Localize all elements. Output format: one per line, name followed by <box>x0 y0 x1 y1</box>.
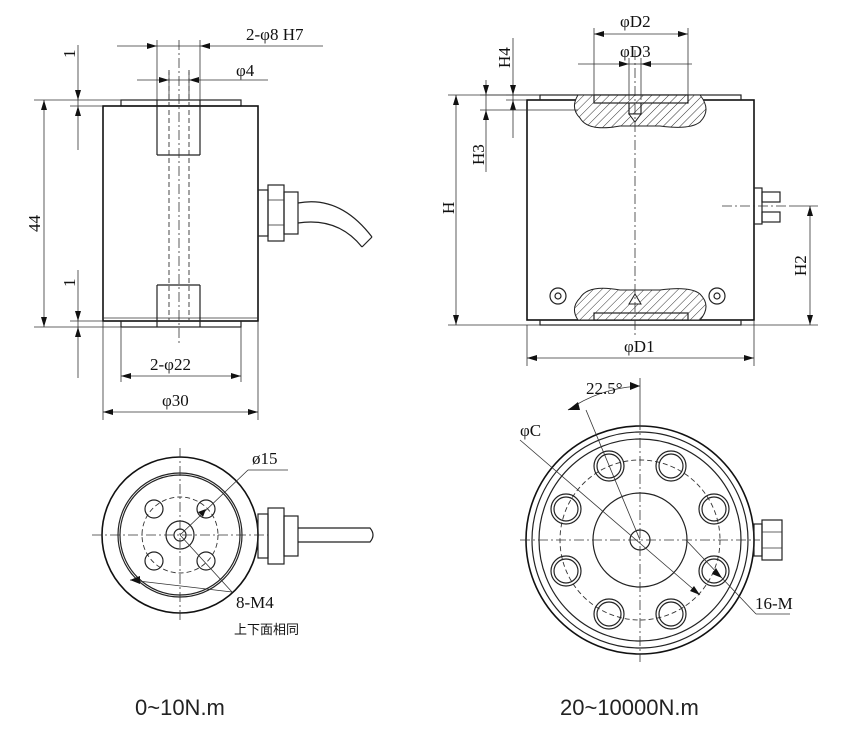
left-body <box>102 105 259 322</box>
dim-8-m4: 8-M4 <box>236 593 274 612</box>
dim-16-m: 16-M <box>755 594 793 613</box>
dim-h3: H3 <box>469 144 488 165</box>
left-top-flange <box>120 99 242 107</box>
dim-phiC: φC <box>520 421 541 440</box>
right-body <box>526 99 755 321</box>
dim-h4: H4 <box>495 47 514 68</box>
dim-h2: H2 <box>791 255 810 276</box>
left-side-view: 2-φ8 H7 φ4 1 44 1 2-φ22 <box>25 25 373 420</box>
caption-left: 0~10N.m <box>135 695 225 720</box>
dim-2-phi8-h7: 2-φ8 H7 <box>246 25 304 44</box>
dim-1-bottom: 1 <box>60 279 79 288</box>
dim-phi4: φ4 <box>236 61 255 80</box>
dim-phiD1: φD1 <box>624 337 655 356</box>
dim-phi15: ø15 <box>252 449 278 468</box>
left-cable-gland <box>257 184 373 248</box>
dim-2-phi22: 2-φ22 <box>150 355 191 374</box>
left-bottom-flange <box>120 320 242 328</box>
dim-phiD2: φD2 <box>620 12 651 31</box>
dim-1-top: 1 <box>60 50 79 59</box>
dim-h: H <box>439 202 458 214</box>
right-side-view: φD2 φD3 H4 H3 H H2 <box>439 12 818 366</box>
dim-phiD3: φD3 <box>620 42 651 61</box>
caption-right: 20~10000N.m <box>560 695 699 720</box>
dim-phi30: φ30 <box>162 391 189 410</box>
left-top-view: ø15 8-M4 上下面相同 <box>92 448 374 638</box>
dim-44: 44 <box>25 215 44 233</box>
right-top-view: 22.5° φC 16-M <box>519 378 793 662</box>
dim-angle-22-5: 22.5° <box>586 379 623 398</box>
note-same-both-faces: 上下面相同 <box>234 623 299 638</box>
